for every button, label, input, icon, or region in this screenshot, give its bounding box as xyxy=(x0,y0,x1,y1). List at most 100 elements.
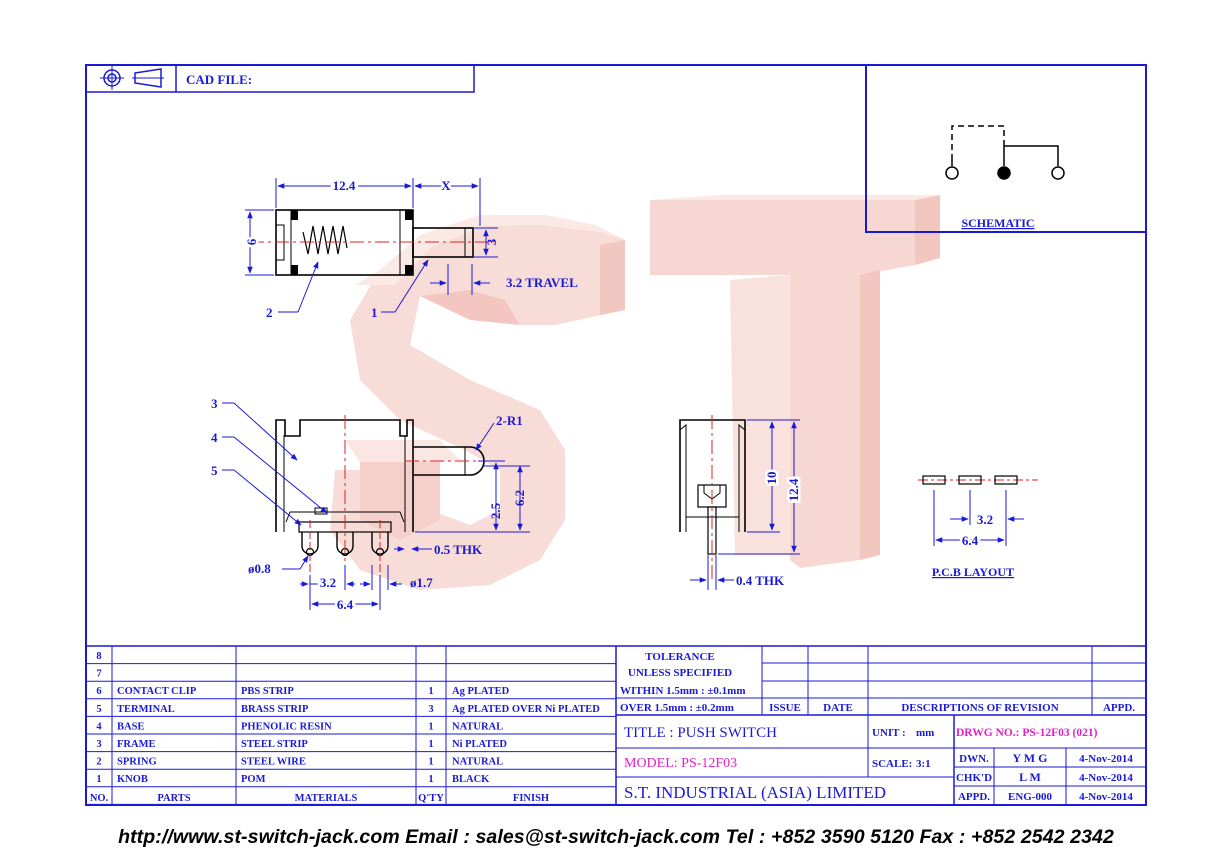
bom-part: KNOB xyxy=(117,774,148,785)
bom-no: 7 xyxy=(96,669,101,680)
thk-front: 0.5 THK xyxy=(434,542,483,557)
bom-no: 3 xyxy=(96,739,101,750)
bom-header-qty: Q'TY xyxy=(418,793,444,804)
unit-value: mm xyxy=(916,727,934,739)
bom-part: CONTACT CLIP xyxy=(117,686,197,697)
schematic-terminal-left xyxy=(945,166,959,180)
bom-no: 4 xyxy=(96,721,102,732)
chk-name: L M xyxy=(1019,770,1041,784)
tolerance-within: WITHIN 1.5mm : ±0.1mm xyxy=(620,685,746,697)
pcb-pad-right xyxy=(994,475,1018,485)
bom-material: PHENOLIC RESIN xyxy=(241,721,332,732)
scale-label: SCALE: xyxy=(872,758,912,770)
schematic-terminal-right xyxy=(1051,166,1065,180)
bom-material: STEEL STRIP xyxy=(241,739,308,750)
schematic-label: SCHEMATIC xyxy=(961,216,1034,230)
pcb-pitch: 3.2 xyxy=(977,512,993,527)
bom-no: 5 xyxy=(96,704,101,715)
bom-part: TERMINAL xyxy=(117,704,175,715)
dwn-date: 4-Nov-2014 xyxy=(1079,753,1133,765)
radius-callout: 2-R1 xyxy=(496,413,523,428)
dwn-name: Y M G xyxy=(1013,751,1048,765)
bom-no: 8 xyxy=(96,651,101,662)
dim-x: X xyxy=(441,178,451,193)
appd-label: APPD. xyxy=(958,791,990,803)
drawing-number: DRWG NO.: PS-12F03 (021) xyxy=(956,727,1098,739)
bom-qty: 3 xyxy=(428,704,433,715)
tolerance-title: TOLERANCE xyxy=(645,651,714,663)
thk-side: 0.4 THK xyxy=(736,573,785,588)
spring-graphic xyxy=(302,225,348,255)
rev-appd-header: APPD. xyxy=(1103,702,1135,714)
span-front: 6.4 xyxy=(337,597,354,612)
pcb-label: P.C.B LAYOUT xyxy=(932,565,1014,579)
bom-qty: 1 xyxy=(428,739,433,750)
schematic-terminal-common xyxy=(997,166,1011,180)
bom-finish: BLACK xyxy=(452,774,490,785)
bom-part: FRAME xyxy=(117,739,156,750)
st-watermark xyxy=(330,195,940,590)
rev-issue-header: ISSUE xyxy=(769,702,801,714)
title-text: TITLE : PUSH SWITCH xyxy=(624,725,777,741)
chk-date: 4-Nov-2014 xyxy=(1079,772,1133,784)
bom-material: POM xyxy=(241,774,266,785)
tolerance-subtitle: UNLESS SPECIFIED xyxy=(628,667,732,679)
bom-header-parts: PARTS xyxy=(157,793,190,804)
pitch-front: 3.2 xyxy=(320,575,336,590)
scale-value: 3:1 xyxy=(916,758,931,770)
bom-qty: 1 xyxy=(428,721,433,732)
callout-1: 1 xyxy=(371,305,378,320)
bom-finish: Ag PLATED OVER Ni PLATED xyxy=(452,704,600,715)
cad-header: CAD FILE: xyxy=(85,64,475,93)
bom-qty: 1 xyxy=(428,686,433,697)
projection-symbol-icon xyxy=(100,66,164,90)
model-number: MODEL: PS-12F03 xyxy=(624,756,737,771)
callout-2: 2 xyxy=(266,305,273,320)
bom-finish: Ag PLATED xyxy=(452,686,510,697)
bom-qty: 1 xyxy=(428,774,433,785)
contact-footer: http://www.st-switch-jack.com Email : sa… xyxy=(118,826,1114,848)
bom-header-no: NO. xyxy=(90,793,109,804)
pcb-pad-center xyxy=(958,475,982,485)
pin-diameter: ø1.7 xyxy=(410,575,433,590)
bom-material: STEEL WIRE xyxy=(241,757,306,768)
top-view: 12.4 X 6 3 3.2 TRAVEL 1 2 xyxy=(242,175,579,320)
bom-finish: NATURAL xyxy=(452,721,503,732)
side-view: 10 12.4 0.4 THK xyxy=(679,415,804,590)
dim-10: 10 xyxy=(764,472,779,485)
bom-header-finish: FINISH xyxy=(513,793,549,804)
dim-6-2: 6.2 xyxy=(512,490,527,506)
company-name: S.T. INDUSTRIAL (ASIA) LIMITED xyxy=(624,783,886,802)
hole-dia: ø0.8 xyxy=(248,561,271,576)
pcb-layout: 3.2 6.4 P.C.B LAYOUT xyxy=(918,475,1038,579)
rev-date-header: DATE xyxy=(823,702,853,714)
rev-desc-header: DESCRIPTIONS OF REVISION xyxy=(901,702,1058,714)
bom-no: 1 xyxy=(96,774,101,785)
chk-label: CHK'D xyxy=(956,772,992,784)
bom-no: 6 xyxy=(96,686,101,697)
bom-part: SPRING xyxy=(117,757,157,768)
dwn-label: DWN. xyxy=(959,753,989,765)
appd-name: ENG-000 xyxy=(1008,791,1053,803)
bom-header-materials: MATERIALS xyxy=(295,793,358,804)
callout-5: 5 xyxy=(211,463,218,478)
title-block: TOLERANCE UNLESS SPECIFIED WITHIN 1.5mm … xyxy=(86,645,1146,805)
unit-label: UNIT : xyxy=(872,727,906,739)
callout-4: 4 xyxy=(211,430,218,445)
bom-material: BRASS STRIP xyxy=(241,704,309,715)
dim-12-4: 12.4 xyxy=(786,478,801,501)
pcb-span: 6.4 xyxy=(962,533,979,548)
travel-label: 3.2 TRAVEL xyxy=(506,275,578,290)
dim-height: 6 xyxy=(244,238,259,245)
pcb-pad-left xyxy=(922,475,946,485)
dim-2-5: 2.5 xyxy=(488,502,503,519)
bom-finish: Ni PLATED xyxy=(452,739,507,750)
bom-no: 2 xyxy=(96,757,101,768)
callout-3: 3 xyxy=(211,396,218,411)
appd-date: 4-Nov-2014 xyxy=(1079,791,1133,803)
cad-file-label: CAD FILE: xyxy=(186,72,252,87)
dim-length: 12.4 xyxy=(333,178,356,193)
dim-knob: 3 xyxy=(484,238,499,245)
front-view: 3 4 5 2-R1 2.5 6.2 0.5 THK ø0.8 3.2 xyxy=(211,396,530,615)
